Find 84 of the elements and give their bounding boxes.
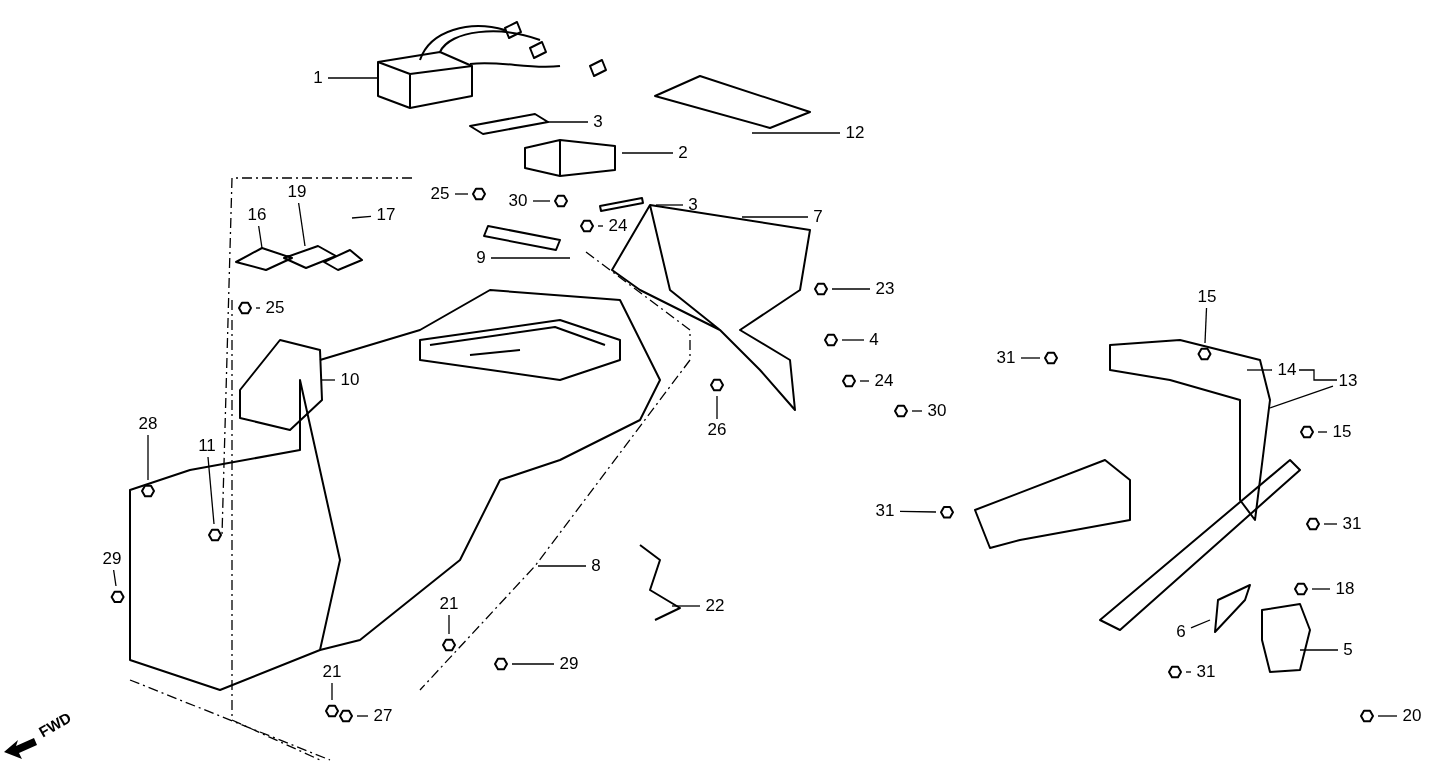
callout-number: 25 [430,185,450,203]
leader-line [1020,357,1041,359]
leader-line [621,152,674,154]
leader-line [147,434,149,481]
leader-line [532,200,551,202]
leader-line [1204,307,1208,344]
callout-number: 15 [1332,423,1352,441]
leader-line [597,225,604,227]
leader-line [751,132,841,134]
leader-line [537,565,587,567]
leader-line [327,77,379,79]
callout-number: 27 [373,707,393,725]
leader-line [655,204,684,206]
callout-number: 29 [559,655,579,673]
callout-number: 24 [874,372,894,390]
callout-number: 3 [593,113,603,131]
leader-line [841,339,865,341]
callout-number: 30 [508,192,528,210]
leader-line [448,614,450,635]
callout-number: 8 [591,557,601,575]
callout-number: 10 [340,371,360,389]
leader-line [1311,588,1331,590]
callout-number: 7 [813,208,823,226]
leader-line [112,569,117,587]
callout-number: 28 [138,415,158,433]
callout-number: 14 [1277,361,1297,379]
callout-number: 15 [1197,288,1217,306]
callout-number: 23 [875,280,895,298]
leader-line [1190,619,1211,629]
leader-line [716,395,718,420]
callout-number: 1 [313,69,323,87]
leader-line [298,202,306,247]
callout-number: 16 [247,206,267,224]
callout-number: 31 [875,502,895,520]
callout-number: 31 [996,349,1016,367]
callout-number: 26 [707,421,727,439]
leader-line [1377,715,1398,717]
leader-line [671,605,701,607]
leader-line [490,257,571,259]
callout-number: 30 [927,402,947,420]
leader-line [207,456,215,525]
bracket-line [1298,369,1338,381]
callout-number: 31 [1342,515,1362,533]
callout-number: 4 [869,331,879,349]
callout-number: 25 [265,299,285,317]
callout-number: 6 [1176,623,1186,641]
leader-line [741,216,809,218]
direction-label: FWD [35,708,75,742]
callout-number: 20 [1402,707,1422,725]
leader-line [331,682,333,701]
callout-number: 19 [287,183,307,201]
leader-line [258,225,263,249]
callout-number: 29 [102,550,122,568]
leader-line [1299,649,1339,651]
callout-number: 18 [1335,580,1355,598]
callout-number: 5 [1343,641,1353,659]
leader-line [511,663,555,665]
callout-number: 24 [608,217,628,235]
callout-number: 9 [476,249,486,267]
callout-number: 12 [845,124,865,142]
callout-number: 13 [1338,372,1358,390]
callout-number: 3 [688,196,698,214]
callout-number: 2 [678,144,688,162]
leader-line [1269,385,1334,409]
leader-line [547,121,589,123]
leader-line [351,215,372,219]
callout-number: 11 [198,437,216,455]
leader-line [1323,523,1338,525]
callout-number: 21 [439,595,459,613]
callout-number: 17 [376,206,396,224]
leader-line [255,307,261,309]
leader-line [899,510,937,513]
leader-line [1317,431,1328,433]
leader-line [321,379,336,381]
leader-line [831,288,871,290]
callout-number: 22 [705,597,725,615]
callout-number: 21 [322,663,342,681]
leader-line [1185,671,1192,673]
callout-number: 31 [1196,663,1216,681]
leader-line [454,193,469,195]
leader-line [911,410,923,412]
leader-line [356,715,369,717]
leader-line [859,380,870,382]
leader-line [1246,369,1273,371]
